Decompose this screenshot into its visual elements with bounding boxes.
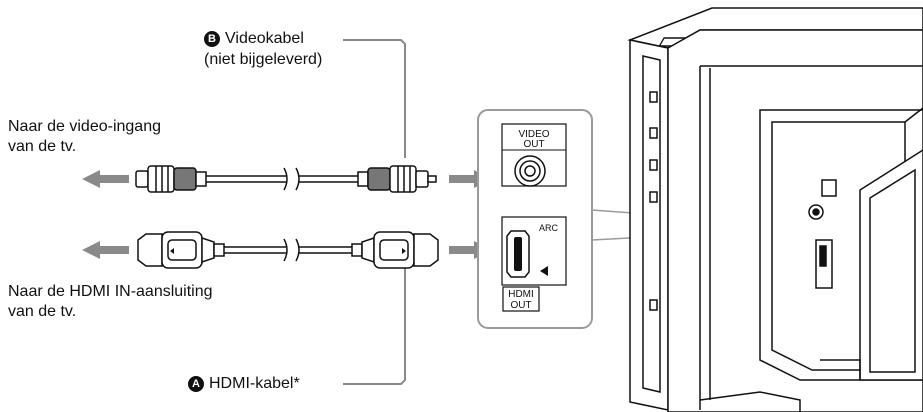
hdmi-cable-name: HDMI-kabel*	[209, 375, 300, 392]
hdmi-arc-arrow-icon	[540, 266, 548, 276]
tv-video-input-label-line2: van de tv.	[8, 138, 77, 155]
tv-hdmi-input-label-line1: Naar de HDMI IN-aansluiting	[8, 283, 213, 300]
device-rear	[627, 7, 923, 412]
video-cable-note: (niet bijgeleverd)	[204, 51, 323, 68]
video-cable-name: Videokabel	[225, 30, 304, 47]
hdmi-cable-label: A HDMI-kabel*	[188, 374, 300, 393]
arrow-video-left-icon	[82, 170, 129, 188]
hdmi-out-label-line2: OUT	[510, 300, 531, 311]
tv-hdmi-input-label-line2: van de tv.	[8, 303, 77, 320]
tv-video-input-label-line1: Naar de video-ingang	[8, 118, 161, 135]
video-cable-leader	[343, 39, 406, 158]
arrow-hdmi-left-icon	[82, 241, 129, 259]
video-out-port: VIDEO OUT	[501, 123, 567, 187]
video-cable	[135, 165, 437, 193]
hdmi-cable-marker: A	[188, 376, 204, 392]
video-out-label-line2: OUT	[523, 139, 544, 150]
hdmi-out-arc-port: ARC HDMI OUT	[501, 216, 567, 312]
hdmi-cable	[137, 231, 439, 269]
video-cable-marker: B	[204, 31, 220, 47]
port-detail-panel: VIDEO OUT ARC HDMI OUT	[477, 109, 593, 329]
video-cable-label: B Videokabel	[204, 29, 304, 48]
hdmi-cable-leader	[343, 255, 406, 385]
hdmi-out-label-line1: HDMI	[508, 289, 534, 300]
video-out-label-line1: VIDEO	[518, 129, 549, 140]
hdmi-arc-label: ARC	[539, 223, 559, 233]
